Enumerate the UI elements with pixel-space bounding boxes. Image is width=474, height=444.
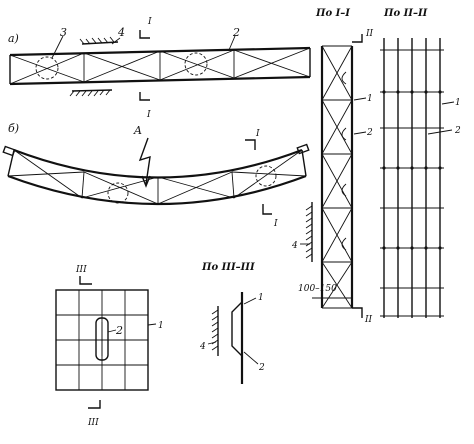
callout-1: 1 — [455, 98, 461, 108]
leader-line — [353, 131, 367, 135]
leader-line — [111, 37, 121, 45]
truss-diagonals — [9, 47, 311, 85]
leader-line — [51, 35, 64, 59]
section-marker — [88, 400, 101, 409]
part-a-label: а) — [8, 32, 19, 45]
grid-joints — [382, 90, 442, 250]
view-title-1: По I–I — [315, 8, 350, 19]
section-marker-top — [139, 30, 150, 39]
bottom-chord — [9, 75, 311, 86]
plate-view: III 2 1 III — [55, 265, 164, 428]
leader-line — [107, 329, 117, 333]
hatching — [79, 36, 115, 45]
callout-1: 1 — [258, 293, 264, 303]
load-mark: A — [133, 124, 142, 137]
truss-straight: а) 3 4 2 I I — [8, 17, 311, 120]
arrow-head — [141, 175, 151, 188]
callout-4: 4 — [291, 241, 298, 251]
view-diagonals — [321, 45, 353, 309]
hatched-support-top — [81, 41, 119, 45]
grid-verticals — [383, 38, 441, 318]
leader-line — [207, 341, 217, 345]
view-title-2: По II–II — [383, 8, 428, 19]
view-section-2: По II–II 1 2 — [380, 8, 461, 318]
callout-2: 2 — [115, 324, 123, 337]
truss-bent: б) A I I — [2, 122, 310, 229]
section-marker — [352, 34, 363, 43]
wall-hatching — [305, 205, 313, 259]
wall-hatching — [211, 309, 219, 351]
clamp-profile — [231, 301, 243, 357]
section-marker — [79, 276, 92, 285]
callout-2: 2 — [454, 126, 461, 136]
leader-line — [147, 323, 157, 326]
section-mark: III — [75, 265, 87, 275]
section-mark: I — [146, 110, 151, 120]
dashed-circle — [184, 52, 208, 76]
view-title-3: По III–III — [201, 262, 255, 273]
view-section-3: По III–III 1 2 4 — [199, 262, 265, 384]
section-mark: III — [87, 418, 99, 428]
leader-line — [427, 129, 453, 135]
hatched-support-bottom — [71, 89, 113, 92]
truss-post — [81, 171, 85, 199]
clamp-details — [341, 71, 347, 251]
leader-line — [243, 351, 259, 365]
callout-2: 2 — [258, 363, 265, 373]
section-2-mark: II — [364, 315, 373, 325]
slot-outline — [95, 317, 109, 361]
dashed-circle — [255, 165, 277, 187]
end-plate — [2, 145, 16, 157]
callout-4: 4 — [117, 26, 125, 39]
section-mark: I — [273, 219, 278, 229]
view-section-1: По I–I 4 1 2 II 100–150 II — [291, 8, 374, 325]
truss-post — [231, 171, 235, 199]
bottom-chord-curved — [7, 174, 307, 206]
leader-line — [353, 97, 367, 101]
section-2-mark: II — [365, 29, 374, 39]
callout-4: 4 — [199, 342, 206, 352]
callout-3: 3 — [60, 26, 67, 39]
part-b-label: б) — [8, 122, 19, 135]
end-plate — [296, 143, 310, 155]
callout-1: 1 — [367, 94, 373, 104]
section-marker — [262, 204, 272, 215]
dimension-label: 100–150 — [298, 284, 337, 294]
leader-line — [228, 35, 236, 51]
section-marker — [352, 307, 363, 318]
dashed-circle — [35, 56, 59, 80]
leader-line — [441, 101, 455, 105]
hatching — [69, 89, 111, 97]
load-arrow — [138, 137, 151, 185]
section-marker-bottom — [139, 92, 150, 101]
section-marker — [245, 139, 256, 150]
leader-line — [243, 297, 257, 305]
truss-diagonals — [7, 149, 307, 205]
view-rungs — [322, 45, 352, 309]
truss-post — [301, 149, 307, 177]
callout-2: 2 — [232, 26, 240, 39]
callout-1: 1 — [158, 321, 164, 331]
dashed-circle — [107, 182, 129, 204]
callout-2: 2 — [366, 128, 373, 138]
section-mark: I — [147, 17, 152, 27]
section-mark: I — [255, 129, 260, 139]
